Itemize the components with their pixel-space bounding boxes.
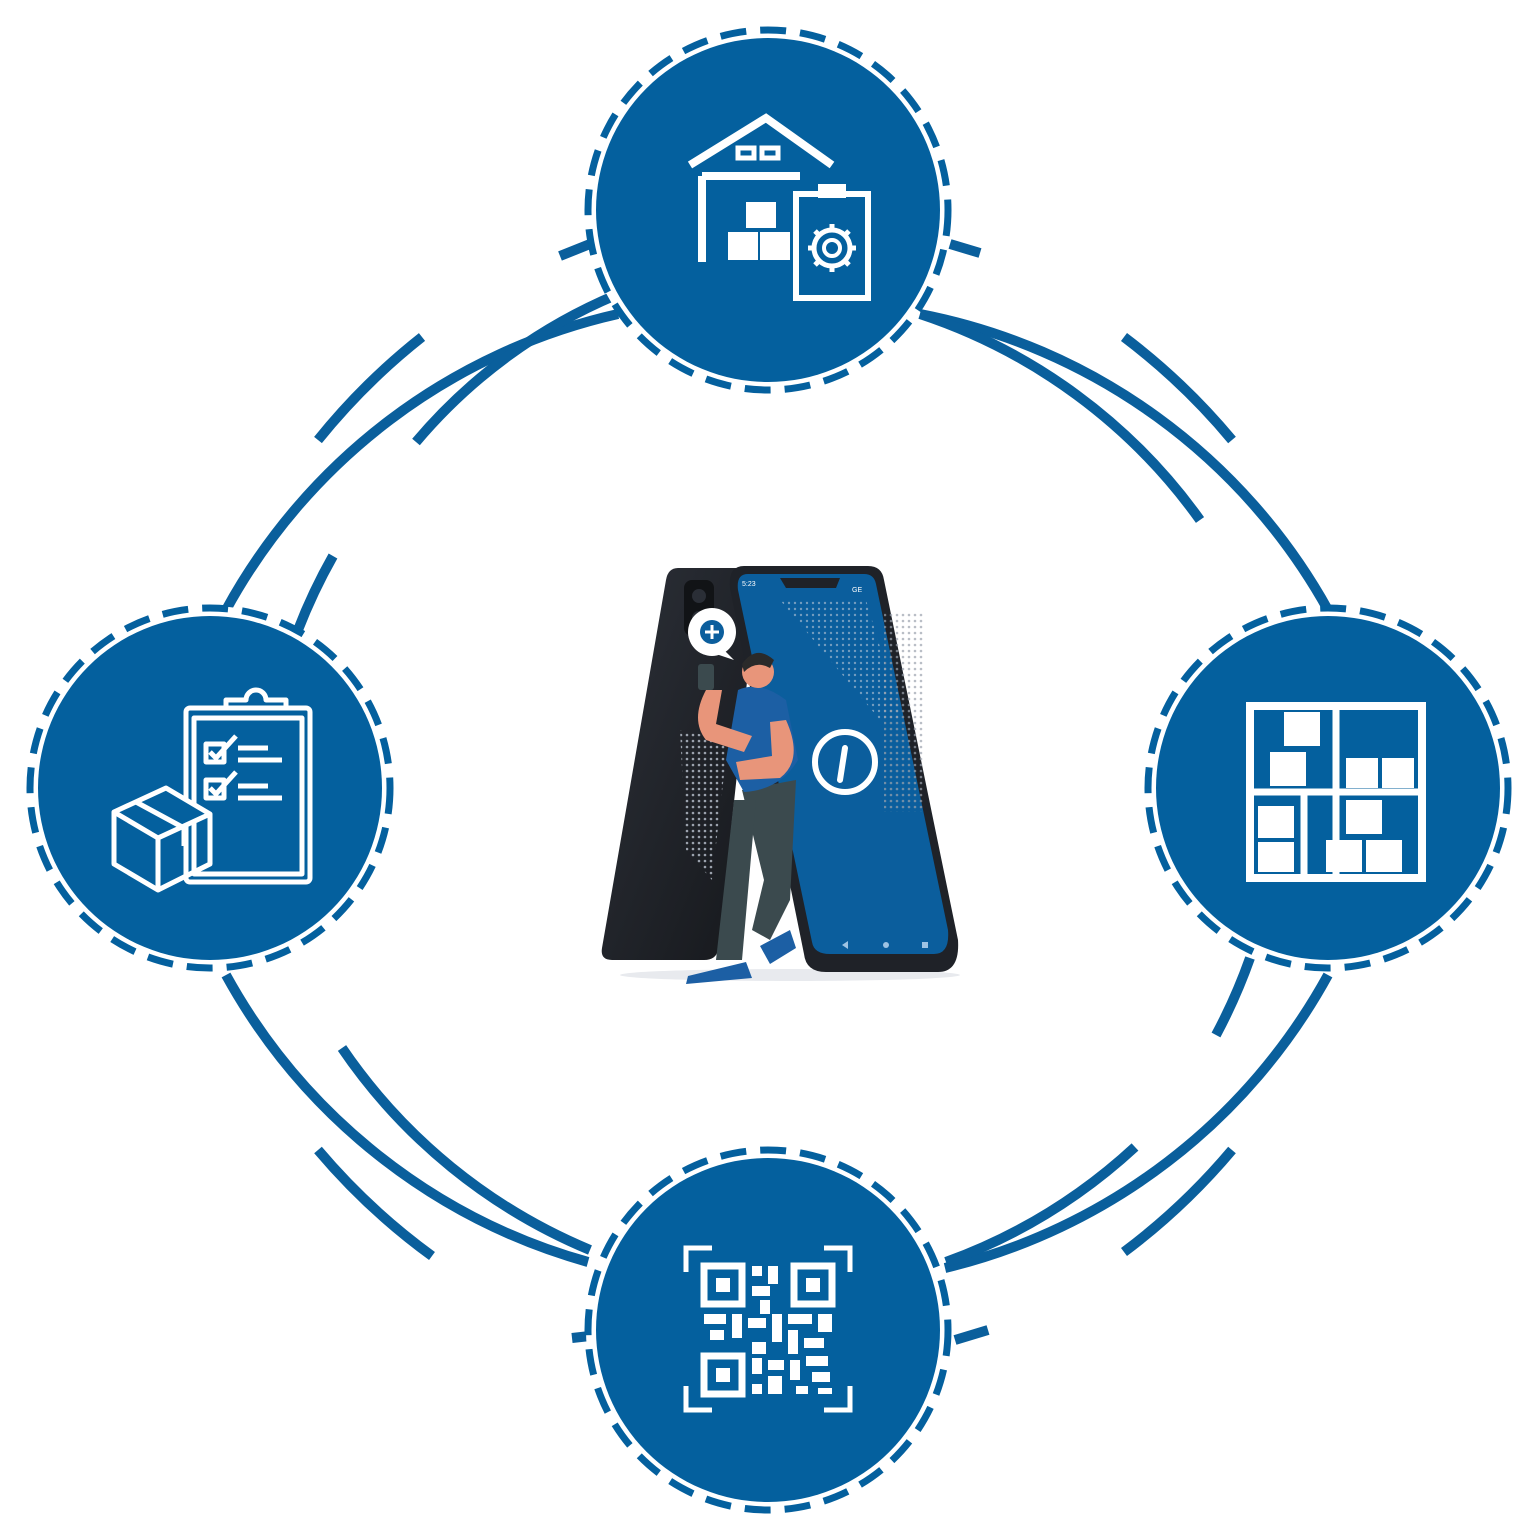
- outer-tick-bottom-right: [1121, 1146, 1236, 1257]
- node-warehouse: [584, 26, 952, 394]
- node-checklist: [26, 604, 394, 972]
- node-storage: [1144, 604, 1512, 972]
- outer-tick-bottom-left: [314, 1146, 435, 1261]
- inner-arc-bottom-right: [944, 1143, 1139, 1267]
- inner-arc-bottom-left: [337, 1045, 592, 1255]
- plus-bubble-icon: [688, 608, 736, 660]
- inner-arc-right: [1211, 956, 1255, 1038]
- stub-top-left: [558, 239, 592, 261]
- outer-arc-bottom-right: [943, 972, 1333, 1273]
- inner-arc-top-right: [918, 309, 1205, 523]
- outer-arc-bottom-left: [221, 972, 590, 1267]
- outer-arc-top-right: [919, 309, 1333, 613]
- status-right: GE: [852, 587, 862, 594]
- smartphone-with-person-icon: 5:23 GE: [601, 566, 960, 984]
- person: [686, 652, 798, 984]
- inner-arc-top-left: [412, 290, 618, 446]
- clipboard-checklist-box-icon: [111, 687, 313, 893]
- node-qr: [584, 1146, 952, 1514]
- status-time: 5:23: [742, 581, 756, 588]
- warehouse-clipboard-gear-icon: [687, 113, 871, 301]
- connector-ring: [221, 239, 1333, 1345]
- outer-tick-top-right: [1120, 333, 1236, 444]
- shelves-boxes-icon: [1246, 702, 1426, 882]
- outer-tick-top-left: [314, 333, 426, 444]
- outer-arc-top-left: [221, 309, 620, 613]
- stub-bottom-right: [953, 1325, 990, 1345]
- qr-code-scan-icon: [683, 1245, 853, 1413]
- phone-back: [601, 568, 759, 960]
- stub-top-right: [948, 239, 982, 258]
- inner-arc-left: [293, 553, 338, 632]
- app-logo-icon: [812, 729, 878, 795]
